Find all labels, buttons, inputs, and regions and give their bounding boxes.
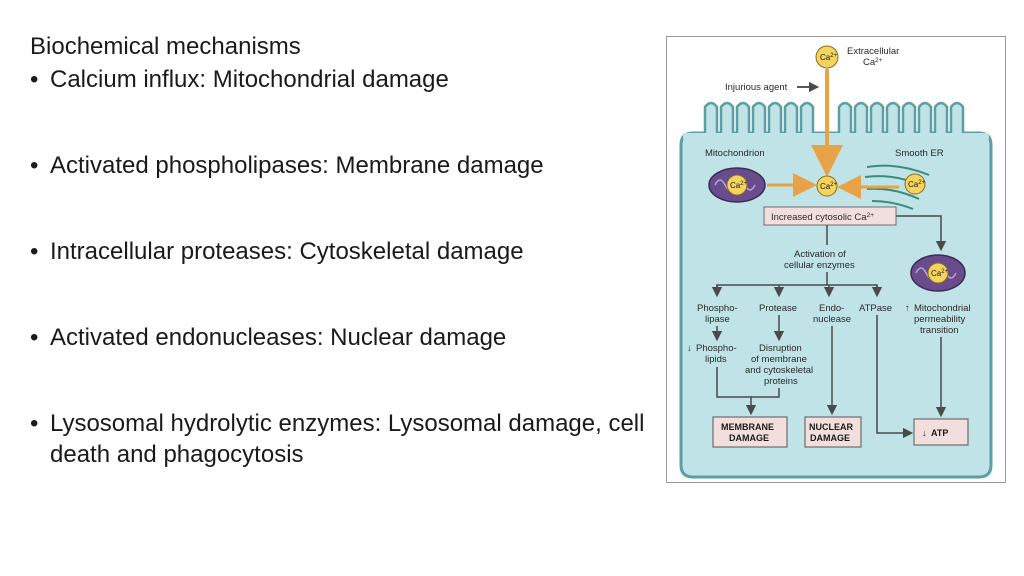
membrane-damage-label-1: MEMBRANE xyxy=(721,422,774,432)
decrease-red-arrow-2: ↓ xyxy=(922,428,927,438)
extracellular-label-2: Ca2+ xyxy=(863,57,883,68)
cell-top-fill xyxy=(683,133,989,139)
mito-ca-text-right: Ca2+ xyxy=(931,269,949,278)
mito-ca-ion-right xyxy=(927,262,949,284)
cytosolic-ca-text: Ca2+ xyxy=(820,182,838,191)
er-ca-ion xyxy=(904,173,926,195)
injurious-agent-label: Injurious agent xyxy=(725,82,788,93)
calcium-diagram: Ca2+ Extracellular Ca2+ Injurious agent … xyxy=(679,45,993,479)
slide-text: Biochemical mechanisms Calcium influx: M… xyxy=(30,30,650,470)
atpase-label: ATPase xyxy=(859,303,892,314)
er-ca-text: Ca2+ xyxy=(908,180,926,189)
phospholipase-label-2: lipase xyxy=(705,314,730,325)
membrane-damage-box xyxy=(712,416,788,448)
phospholipids-label-1: Phospho- xyxy=(696,343,737,354)
mito-perm-label-2: permeability xyxy=(914,314,965,325)
phospholipids-label-2: lipids xyxy=(705,354,727,365)
disruption-label-2: of membrane xyxy=(751,354,807,365)
nuclear-damage-label-2: DAMAGE xyxy=(810,433,850,443)
atp-label: ATP xyxy=(931,428,948,438)
membrane-damage-label-2: DAMAGE xyxy=(729,433,769,443)
calcium-diagram-figure: Ca2+ Extracellular Ca2+ Injurious agent … xyxy=(666,36,1006,483)
bullet-phospholipases: Activated phospholipases: Membrane damag… xyxy=(30,150,650,181)
disruption-to-membrane-line xyxy=(751,388,780,398)
activation-label-2: cellular enzymes xyxy=(784,260,855,271)
bullet-endonucleases: Activated endonucleases: Nuclear damage xyxy=(30,322,650,353)
phospholipids-to-membrane-arrow xyxy=(716,367,757,416)
endonuclease-label-1: Endo- xyxy=(819,303,844,314)
atpase-to-atp-arrow xyxy=(876,315,914,439)
slide-heading: Biochemical mechanisms xyxy=(30,33,301,60)
extracellular-ca-text: Ca2+ xyxy=(820,53,838,62)
bullet-calcium-influx: Calcium influx: Mitochondrial damage xyxy=(30,64,650,95)
disruption-label-3: and cytoskeletal xyxy=(745,365,813,376)
disruption-label-4: proteins xyxy=(764,376,798,387)
endonuclease-label-2: nuclease xyxy=(813,314,851,325)
bullet-proteases: Intracellular proteases: Cytoskeletal da… xyxy=(30,236,650,267)
phospholipase-label-1: Phospho- xyxy=(697,303,738,314)
atp-box xyxy=(913,418,969,446)
extracellular-ca-ion xyxy=(815,45,839,69)
bullet-lysosomal: Lysosomal hydrolytic enzymes: Lysosomal … xyxy=(30,408,650,470)
microvilli xyxy=(703,101,965,135)
nuclear-damage-box xyxy=(804,416,862,448)
activation-label-1: Activation of xyxy=(794,249,846,260)
smooth-er-label: Smooth ER xyxy=(895,148,944,159)
increased-cytosolic-label: Increased cytosolic Ca2+ xyxy=(771,212,874,223)
mito-perm-label-3: transition xyxy=(920,325,959,336)
nuclear-damage-label-1: NUCLEAR xyxy=(809,422,853,432)
mito-perm-label-1: Mitochondrial xyxy=(914,303,971,314)
mito-ca-ion-left xyxy=(726,174,748,196)
to-mito-right-arrow xyxy=(896,215,947,252)
mitochondrion-label: Mitochondrion xyxy=(705,148,765,159)
extracellular-label-1: Extracellular xyxy=(847,46,899,57)
increase-green-arrow: ↑ xyxy=(905,303,910,314)
disruption-label-1: Disruption xyxy=(759,343,802,354)
protease-label: Protease xyxy=(759,303,797,314)
decrease-red-arrow-1: ↓ xyxy=(687,343,692,354)
mito-ca-text-left: Ca2+ xyxy=(730,181,748,190)
bullet-list: Calcium influx: Mitochondrial damage Act… xyxy=(30,64,650,470)
